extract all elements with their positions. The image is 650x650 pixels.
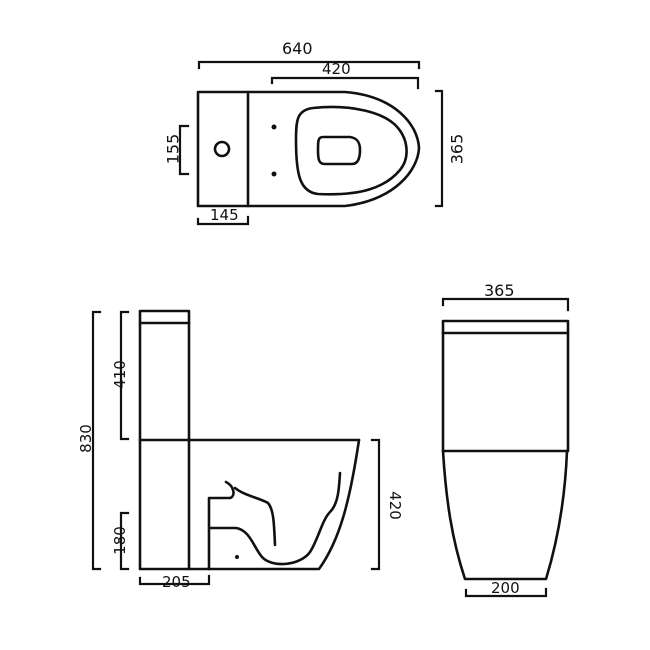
foot-outline xyxy=(207,480,235,571)
dim-label-830: 830 xyxy=(76,424,95,453)
dim-label-145: 145 xyxy=(210,206,239,224)
dim-label-365-top: 365 xyxy=(447,133,467,165)
top-view xyxy=(178,60,444,226)
dim-label-155: 155 xyxy=(163,133,183,165)
dim-label-180: 180 xyxy=(110,526,129,555)
dim-line-830 xyxy=(91,310,102,571)
fixing-hole-icon xyxy=(235,555,239,559)
trapway-inner xyxy=(233,486,277,547)
dim-label-410: 410 xyxy=(110,360,129,389)
dim-line-640 xyxy=(197,60,421,70)
dim-label-205: 205 xyxy=(162,573,191,591)
seat-outline xyxy=(294,105,408,196)
cistern-front xyxy=(441,319,570,453)
trapway-outline xyxy=(207,471,342,566)
dim-line-200 xyxy=(464,587,548,598)
bowl-body-side xyxy=(187,438,361,571)
cistern-top xyxy=(196,90,250,208)
bowl-outline xyxy=(246,90,421,208)
front-view xyxy=(441,297,570,598)
dim-line-205 xyxy=(138,574,211,586)
flush-button-icon xyxy=(213,140,231,158)
hinge-hole-icon xyxy=(271,171,277,177)
dim-line-365-front xyxy=(441,297,570,312)
dim-line-365-top xyxy=(434,89,444,208)
dim-line-420-side xyxy=(370,438,381,571)
dim-label-640: 640 xyxy=(282,39,313,58)
dim-line-145 xyxy=(196,215,250,226)
bowl-opening xyxy=(316,135,362,166)
dim-line-410 xyxy=(119,310,130,441)
side-view xyxy=(91,309,381,586)
hinge-hole-icon xyxy=(271,124,277,130)
dim-label-200: 200 xyxy=(491,579,520,597)
bowl-front xyxy=(441,449,569,581)
dim-label-420-top: 420 xyxy=(322,60,351,78)
dim-label-420-side: 420 xyxy=(385,491,404,520)
dim-line-420 xyxy=(270,76,420,90)
dim-line-155 xyxy=(178,124,190,176)
dim-line-180 xyxy=(119,511,130,571)
dim-label-365-front: 365 xyxy=(484,281,515,300)
